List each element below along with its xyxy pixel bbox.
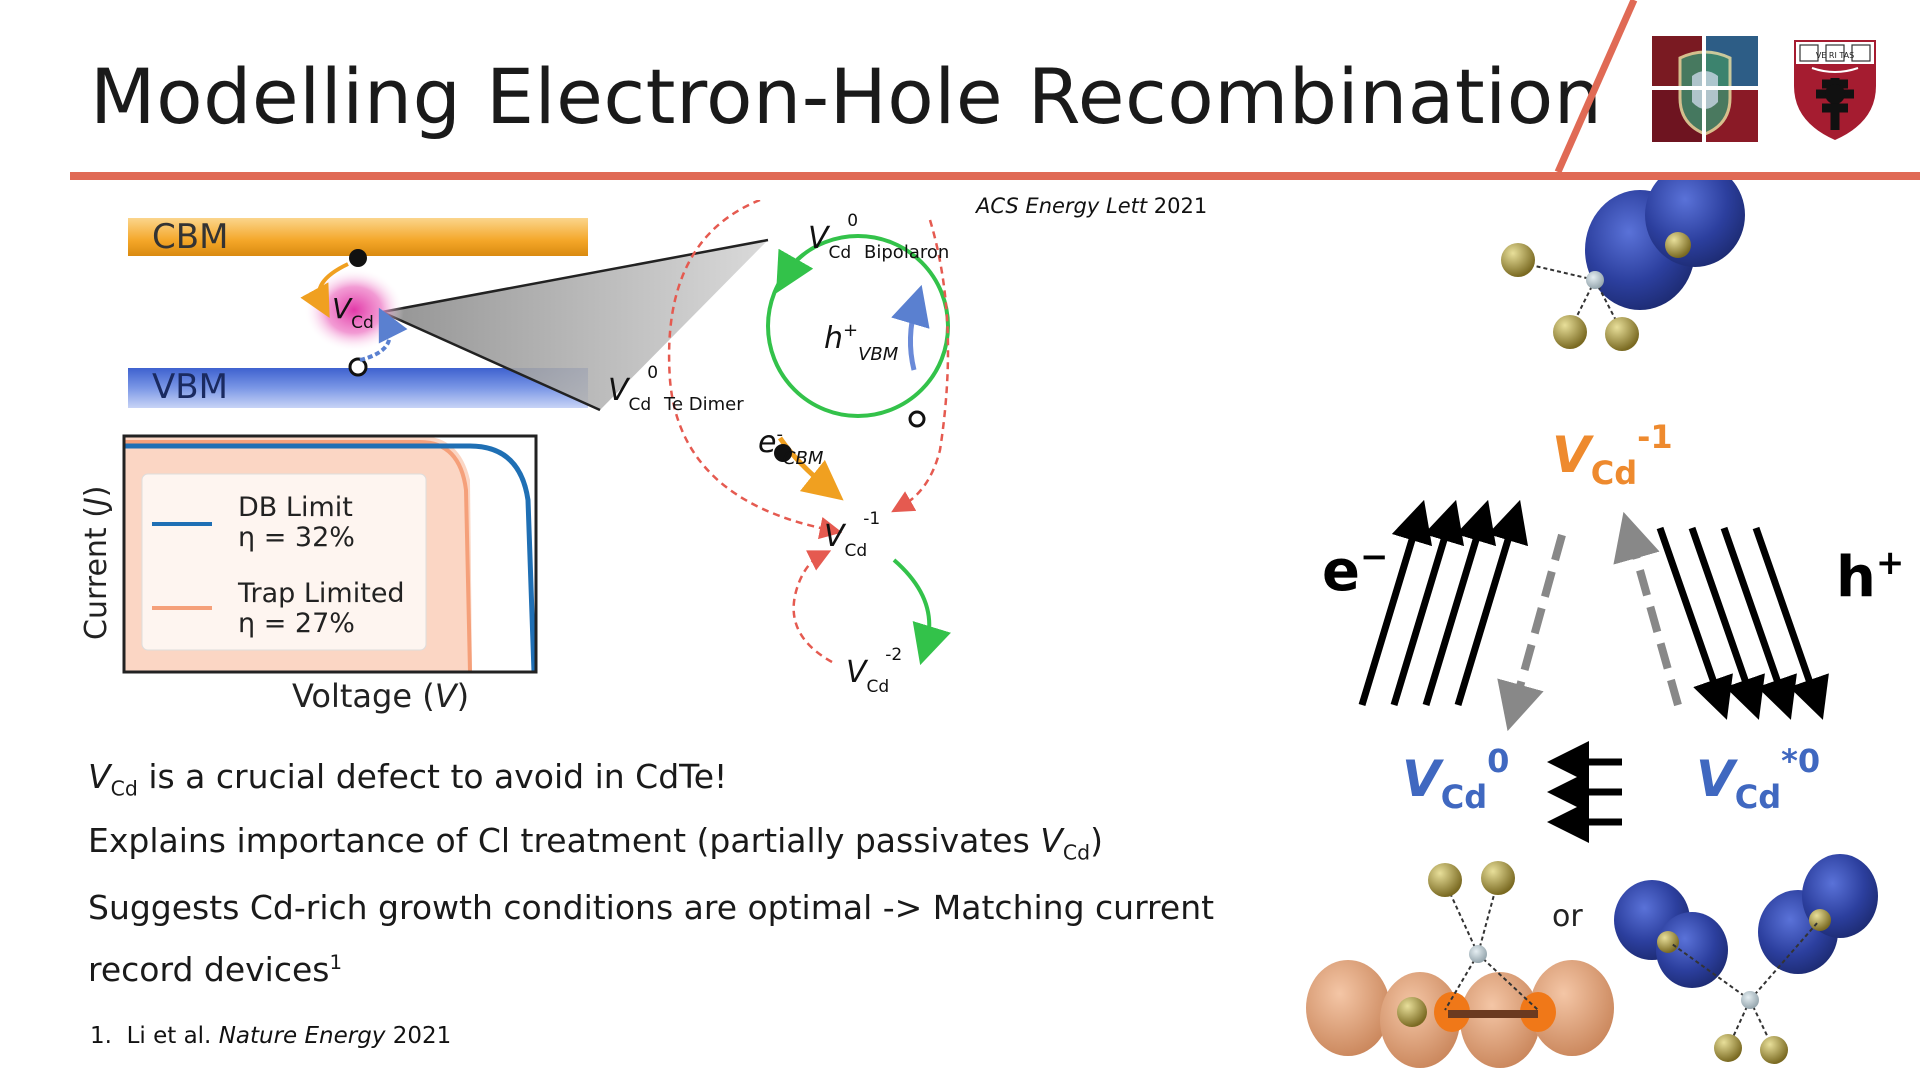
green-arrow-down <box>892 558 951 666</box>
right-panel-figure: VCd-1 e− h+ VCd0 VCd*0 or <box>1306 180 1904 1068</box>
hole-symbol: h+ <box>1836 543 1904 610</box>
bullet-cl-treatment: Explains importance of Cl treatment (par… <box>88 821 1103 865</box>
or-label: or <box>1552 899 1583 934</box>
jv-plot: DB Limit η = 32% Trap Limited η = 27% Cu… <box>79 434 538 715</box>
bullet-2-close: ) <box>1090 821 1103 860</box>
svg-text:VE RI TAS: VE RI TAS <box>1816 51 1854 60</box>
accent-diagonal <box>1554 0 1638 174</box>
vcd-defect-glow <box>304 268 404 352</box>
electron-dot <box>349 249 367 267</box>
top-citation: ACS Energy Lett 2021 <box>976 194 1207 218</box>
vcd-star0-state-label: VCd*0 <box>1696 742 1820 816</box>
vcd-minus1-structure <box>1501 180 1745 351</box>
bullet-cd-rich: Suggests Cd-rich growth conditions are o… <box>88 888 1215 927</box>
legend-db-eff: η = 32% <box>238 522 355 553</box>
zoom-cone <box>382 240 768 410</box>
vcd-minus1-state-label: VCd-1 <box>1552 418 1673 492</box>
bullet-1-text: is a crucial defect to avoid in CdTe! <box>137 757 728 796</box>
legend-trap-eff: η = 27% <box>238 608 355 639</box>
vcd-0-state-label: VCd0 <box>1402 742 1509 816</box>
hole-vbm-label: h+VBM <box>824 320 899 365</box>
jv-xlabel: Voltage (V) <box>292 677 469 715</box>
electron-cbm-label: e-CBM <box>758 424 824 469</box>
jv-legend-box <box>141 473 427 651</box>
green-arrow-top <box>776 248 814 294</box>
te-dimer-label: VCd0Te Dimer <box>608 363 744 415</box>
footnote-authors: Li et al. <box>126 1023 212 1049</box>
slide-title: Modelling Electron-Hole Recombination <box>90 52 1603 141</box>
electron-capture-arrow <box>300 262 349 319</box>
red-dashed-bottom-loop <box>792 550 833 664</box>
vcd-var: V <box>88 757 111 796</box>
conversion-arrows <box>1547 741 1622 843</box>
bullet-vcd-crucial: VCd is a crucial defect to avoid in CdTe… <box>88 757 727 801</box>
vcd-minus2-label: VCd-2 <box>846 645 902 697</box>
hole-capture-arrow <box>359 307 408 362</box>
bullet-record-devices: record devices1 <box>88 950 342 989</box>
cycle-electron-dot <box>774 444 792 462</box>
hole-dot <box>348 357 368 377</box>
hole-capture-cycle-arrow <box>891 284 930 371</box>
vcd-var: V <box>1040 821 1063 860</box>
bullet-4-text: record devices <box>88 950 330 989</box>
red-dashed-outer-right <box>891 219 950 513</box>
footnote-ref: 1 <box>329 951 343 974</box>
hole-capture-arrows <box>1656 526 1829 720</box>
harvard-college-shield-logo <box>1652 36 1758 142</box>
vbm-label: VBM <box>152 367 228 407</box>
electron-reverse-dashed-arrow <box>1497 533 1566 732</box>
citation-year: 2021 <box>1153 194 1208 218</box>
vcd-star0-structure <box>1614 854 1878 1064</box>
hole-reverse-dashed-arrow <box>1613 511 1682 707</box>
citation-journal: ACS Energy Lett <box>976 194 1148 218</box>
electron-capture-arrows <box>1358 499 1529 707</box>
bipolaron-label: VCd0Bipolaron <box>808 211 949 263</box>
cycle-hole-dot <box>908 410 926 428</box>
green-cycle <box>766 234 950 418</box>
bullet-2-text: Explains importance of Cl treatment (par… <box>88 821 1041 860</box>
recombination-cycle: VCd0Bipolaron VCd0Te Dimer h+VBM e-CBM V… <box>608 200 951 697</box>
electron-capture-cycle-arrow <box>777 436 844 501</box>
legend-db-name: DB Limit <box>238 492 353 523</box>
jv-plot-frame <box>122 434 538 674</box>
footnote: 1. Li et al. Nature Energy 2021 <box>90 1023 451 1049</box>
legend-trap-name: Trap Limited <box>237 578 405 609</box>
footnote-journal: Nature Energy <box>218 1023 386 1049</box>
electron-symbol: e− <box>1322 537 1388 604</box>
footnote-year: 2021 <box>392 1023 452 1049</box>
trap-limited-curve <box>124 440 472 673</box>
red-dashed-outer-left <box>667 200 843 540</box>
vcd-0-structure <box>1306 861 1614 1068</box>
db-limit-curve <box>124 443 537 673</box>
defect-figure: CBM VBM VCd DB Limit η = 32% Trap Limite… <box>79 200 951 715</box>
harvard-seas-shield-logo: VE RI TAS <box>1794 40 1876 140</box>
vcd-defect-label: VCd <box>332 292 374 333</box>
vcd-minus1-label: VCd-1 <box>824 509 880 561</box>
cbm-label: CBM <box>152 217 228 257</box>
footnote-number: 1. <box>90 1023 112 1049</box>
vcd-sub: Cd <box>1062 840 1091 865</box>
vcd-sub: Cd <box>110 776 138 801</box>
jv-ylabel: Current (J) <box>79 486 114 641</box>
